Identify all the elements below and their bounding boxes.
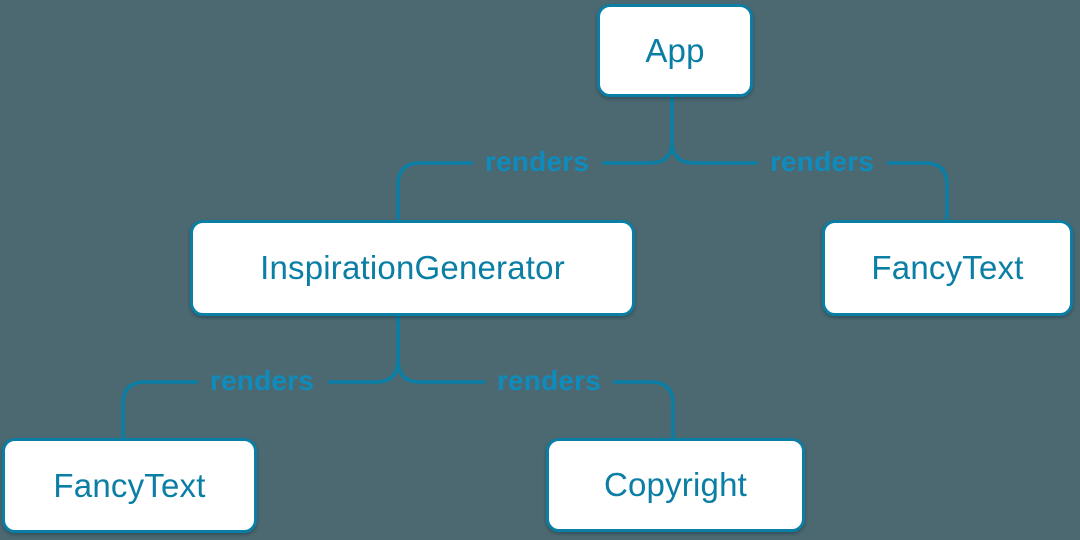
- node-fancy-text-right: FancyText: [822, 220, 1073, 316]
- node-label: Copyright: [603, 466, 748, 503]
- edge-segment: [121, 380, 198, 440]
- edge-segment: [887, 161, 949, 220]
- edge-app-to-fancytext: [670, 97, 949, 220]
- node-copyright: Copyright: [546, 438, 805, 532]
- node-inspiration-generator: InspirationGenerator: [190, 220, 635, 316]
- edge-label-renders: renders: [484, 146, 590, 177]
- edge-segment: [396, 161, 473, 220]
- node-app: App: [597, 4, 753, 97]
- node-label: App: [645, 31, 705, 69]
- edge-label-renders: renders: [209, 365, 315, 396]
- edge-label-renders: renders: [769, 146, 875, 177]
- node-label: FancyText: [871, 249, 1024, 286]
- edge-inspirationgenerator-to-copyright: [396, 316, 675, 440]
- edge-segment: [328, 316, 400, 384]
- edge-segment: [602, 97, 674, 165]
- edge-label-renders: renders: [496, 365, 602, 396]
- node-fancy-text-bottom: FancyText: [2, 438, 257, 533]
- edge-segment: [613, 380, 675, 440]
- node-label: InspirationGenerator: [260, 249, 565, 286]
- edge-segment: [396, 316, 485, 384]
- node-label: FancyText: [53, 466, 206, 504]
- edge-segment: [670, 97, 758, 165]
